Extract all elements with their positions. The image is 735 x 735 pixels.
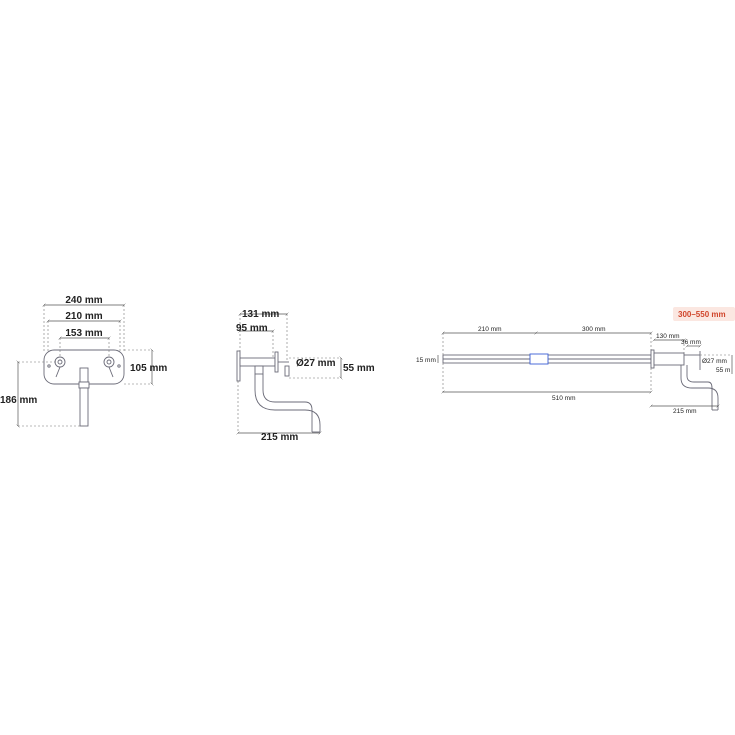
spout-outer [254, 374, 321, 432]
dim-215: 215 mm [673, 408, 696, 415]
dim-seg-300: 300 mm [582, 326, 605, 333]
wall-flange [650, 349, 655, 369]
lever-tip [284, 365, 290, 377]
front-spout [78, 367, 90, 427]
side-view: 131 mm 95 mm Ø27 mm 55 mm 215 mm [236, 309, 375, 443]
dim-210: 210 mm [65, 311, 102, 322]
dim-510: 510 mm [552, 395, 575, 402]
handle-profile [274, 351, 279, 373]
valve-body [653, 352, 685, 366]
dim-240: 240 mm [65, 295, 102, 306]
dim-153: 153 mm [65, 328, 102, 339]
dim-215: 215 mm [261, 432, 298, 443]
spout-outer [680, 365, 719, 410]
right-handle [103, 356, 115, 378]
dim-95: 95 mm [236, 323, 268, 334]
dim-seg-130: 130 mm [656, 333, 679, 340]
screw-icon [117, 364, 121, 368]
spout-inner [686, 365, 713, 410]
dim-131: 131 mm [242, 309, 279, 320]
valve-body [239, 357, 276, 367]
spout-inner [262, 374, 313, 432]
range-badge-text: 300–550 mm [678, 310, 726, 319]
dim-15: 15 mm [416, 357, 436, 364]
dim-55: 55 m [716, 367, 730, 374]
left-handle [54, 356, 66, 378]
installation-view: 300–550 mm 210 mm 300 mm 130 mm 36 mm 15… [416, 307, 735, 415]
spout-base [254, 365, 264, 375]
dim-105: 105 mm [130, 363, 167, 374]
dim-diameter: Ø27 mm [702, 358, 727, 365]
screw-icon [47, 364, 51, 368]
front-view: 240 mm 210 mm 153 mm 105 mm 186 mm [0, 295, 167, 426]
coupler [529, 353, 549, 365]
range-badge [673, 307, 735, 321]
dim-186: 186 mm [0, 395, 37, 406]
dim-55: 55 mm [343, 363, 375, 374]
dim-seg-210: 210 mm [478, 326, 501, 333]
dim-diameter: Ø27 mm [296, 358, 336, 369]
dim-36: 36 mm [681, 339, 701, 346]
